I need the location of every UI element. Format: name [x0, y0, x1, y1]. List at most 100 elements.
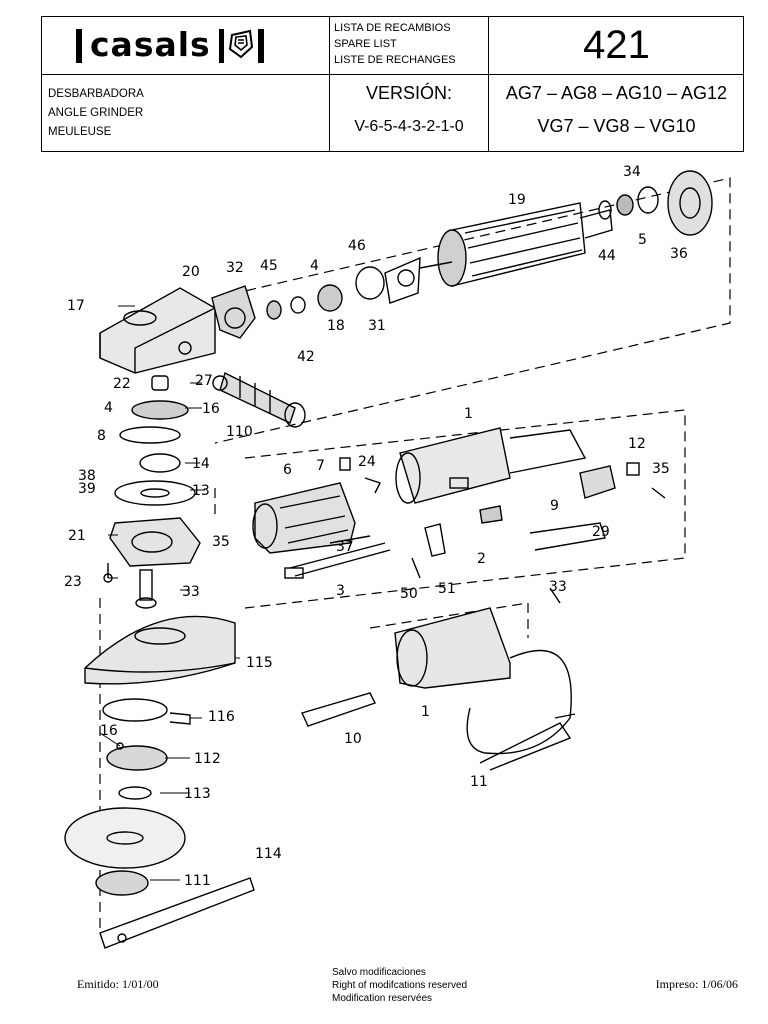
brand-mark-icon	[228, 29, 253, 58]
part-label: 116	[208, 709, 235, 725]
wheel-guard-part	[84, 615, 236, 685]
part-label: 51	[438, 581, 456, 597]
list-title-es: LISTA DE RECAMBIOS	[334, 22, 451, 34]
document-number: 421	[583, 23, 650, 67]
divider	[42, 74, 743, 75]
header-table: casals LISTA DE RECAMBIOS SPARE LIST LIS…	[41, 16, 744, 152]
part-label: 1	[464, 406, 473, 422]
logo-bar	[218, 28, 224, 63]
part-label: 115	[246, 655, 273, 671]
part-label: 114	[255, 846, 282, 862]
part-label: 13	[192, 483, 210, 499]
part-label: 6	[283, 462, 292, 478]
models-line-1: AG7 – AG8 – AG10 – AG12	[505, 83, 728, 103]
version-values: V-6-5-4-3-2-1-0	[354, 118, 464, 135]
modification-note: Salvo modificaciones Right of modifcatio…	[332, 966, 467, 1005]
exploded-parts-diagram: 3419544364620324541718314222274161108112…	[64, 164, 731, 949]
leader-lines	[99, 305, 240, 881]
part-label: 22	[113, 376, 131, 392]
models-cell: AG7 – AG8 – AG10 – AG12 VG7 – VG8 – VG10	[489, 75, 744, 153]
spindle-stack	[103, 375, 201, 609]
product-name-es: DESBARBADORA	[48, 88, 144, 100]
part-label: 21	[68, 528, 86, 544]
divider	[488, 17, 489, 151]
brand-name: casals	[90, 25, 211, 64]
part-label: 27	[195, 373, 213, 389]
part-label: 112	[194, 751, 221, 767]
part-label: 14	[192, 456, 210, 472]
part-label: 45	[260, 258, 278, 274]
part-label: 4	[310, 258, 319, 274]
part-label: 32	[226, 260, 244, 276]
part-label: 19	[508, 192, 526, 208]
part-label: 4	[104, 400, 113, 416]
part-label: 16	[202, 401, 220, 417]
part-label: 31	[368, 318, 386, 334]
part-label: 18	[327, 318, 345, 334]
stator-part	[252, 482, 356, 554]
product-name-en: ANGLE GRINDER	[48, 107, 144, 119]
version-label: VERSIÓN:	[365, 83, 453, 103]
part-label: 8	[97, 428, 106, 444]
part-label: 11	[470, 774, 488, 790]
part-label: 38	[78, 468, 96, 484]
part-label: 16	[100, 723, 118, 739]
part-label: 46	[348, 238, 366, 254]
part-label: 50	[400, 586, 418, 602]
part-label: 7	[316, 458, 325, 474]
version-cell: VERSIÓN: V-6-5-4-3-2-1-0	[330, 75, 488, 153]
fan-parts	[598, 170, 713, 236]
part-label: 17	[67, 298, 85, 314]
part-label: 12	[628, 436, 646, 452]
part-label: 36	[670, 246, 688, 262]
models-line-2: VG7 – VG8 – VG10	[537, 116, 696, 136]
flange-disc-stack	[64, 698, 191, 896]
part-label: 9	[550, 498, 559, 514]
part-label: 33	[182, 584, 200, 600]
part-label: 42	[297, 349, 315, 365]
gearbox-cover-part	[211, 285, 256, 339]
part-label: 29	[592, 524, 610, 540]
part-label: 20	[182, 264, 200, 280]
part-label: 34	[623, 164, 641, 180]
logo-bar	[76, 28, 82, 63]
wrench-part	[99, 877, 255, 949]
part-label: 39	[78, 481, 96, 497]
product-name: DESBARBADORA ANGLE GRINDER MEULEUSE	[42, 75, 329, 153]
part-label: 37	[336, 539, 354, 555]
part-label: 24	[358, 454, 376, 470]
list-title-fr: LISTE DE RECHANGES	[334, 54, 456, 66]
part-label: 23	[64, 574, 82, 590]
divider	[329, 17, 330, 151]
motor-housing-part	[395, 427, 587, 504]
part-label: 3	[336, 583, 345, 599]
part-label: 1	[421, 704, 430, 720]
spare-list-title: LISTA DE RECAMBIOS SPARE LIST LISTE DE R…	[330, 17, 488, 74]
part-label: 113	[184, 786, 211, 802]
part-label: 35	[212, 534, 230, 550]
part-label: 110	[226, 424, 253, 440]
armature-part	[419, 202, 613, 287]
switch-parts	[284, 457, 666, 579]
part-label: 5	[638, 232, 647, 248]
note-fr: Modification reservées	[332, 993, 433, 1004]
rear-housing-part	[301, 587, 576, 771]
list-title-en: SPARE LIST	[334, 38, 397, 50]
part-label: 10	[344, 731, 362, 747]
product-name-fr: MEULEUSE	[48, 126, 112, 138]
gear-housing-part	[99, 287, 216, 374]
part-label: 35	[652, 461, 670, 477]
issued-date: Emitido: 1/01/00	[77, 977, 159, 991]
printed-date: Impreso: 1/06/06	[655, 977, 738, 991]
note-es: Salvo modificaciones	[332, 967, 426, 978]
side-handle-part	[212, 371, 306, 428]
brand-logo: casals	[42, 17, 329, 74]
part-label: 44	[598, 248, 616, 264]
part-label: 33	[549, 579, 567, 595]
note-en: Right of modifcations reserved	[332, 980, 468, 991]
bearing-parts	[266, 256, 421, 320]
part-label: 111	[184, 873, 211, 889]
logo-bar	[257, 28, 264, 63]
part-label: 2	[477, 551, 486, 567]
